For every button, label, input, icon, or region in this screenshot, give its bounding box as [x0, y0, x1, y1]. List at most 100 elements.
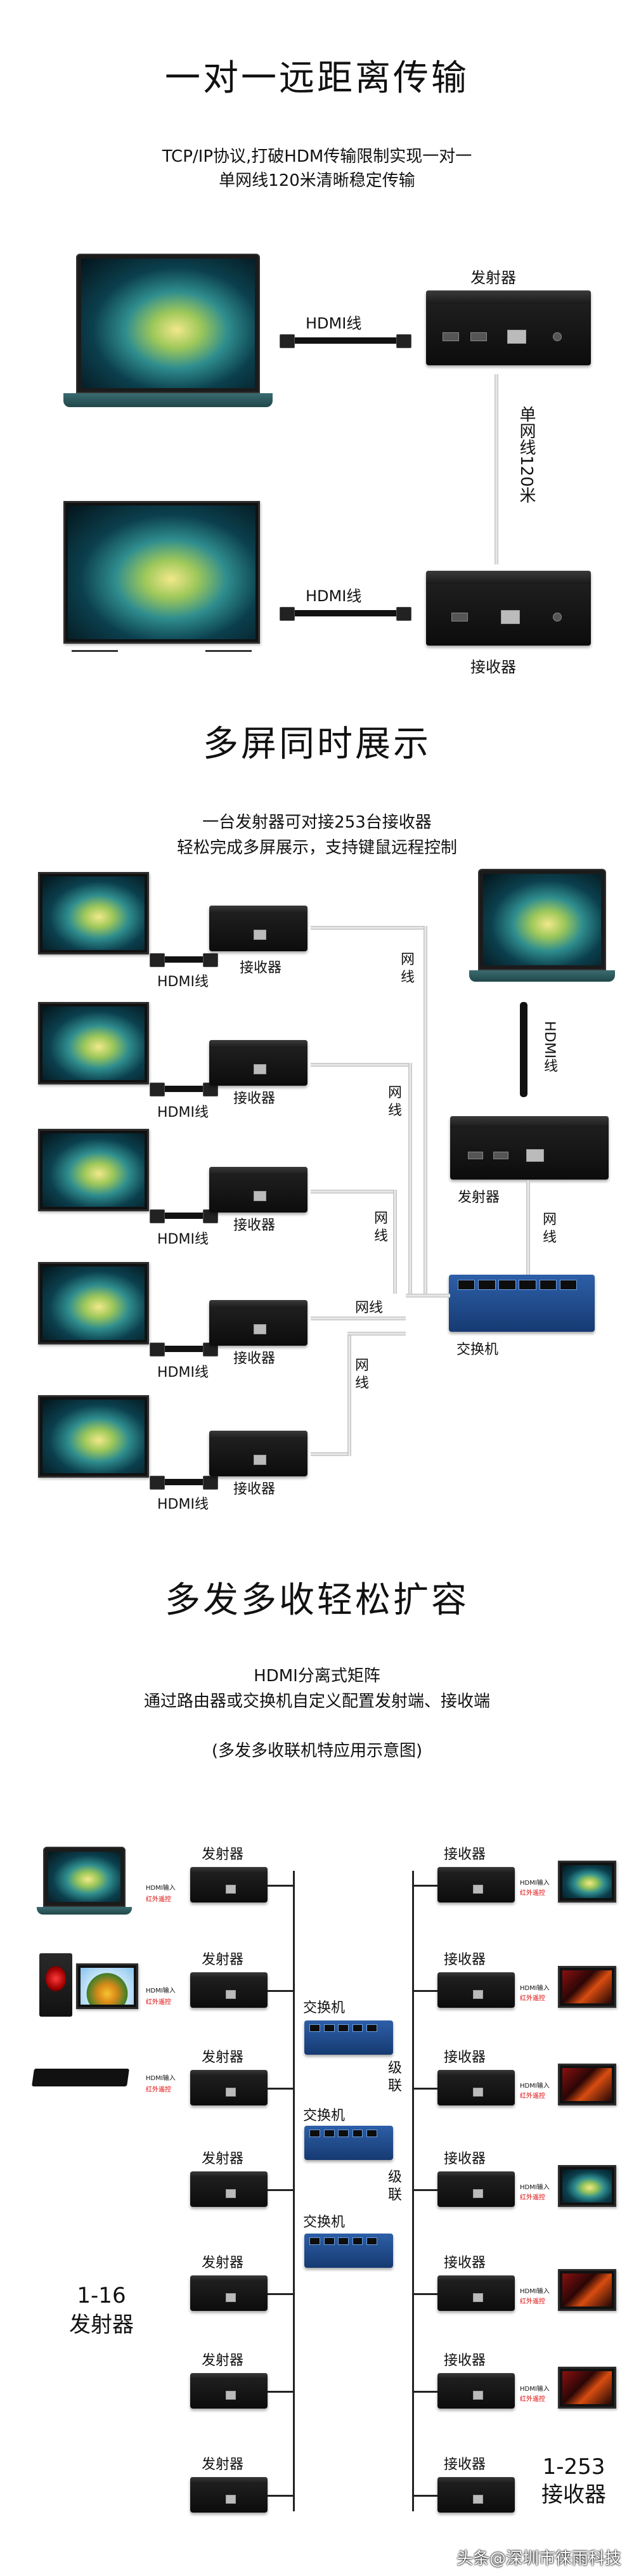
- receiver-device: [437, 2275, 515, 2311]
- ir-label: 红外遥控: [520, 1890, 545, 1897]
- link-line: [413, 2495, 437, 2497]
- receiver-label: 接收器: [470, 658, 516, 676]
- network-cable: [526, 1181, 530, 1276]
- network-cable: [406, 1294, 450, 1298]
- link-line: [268, 2293, 294, 2295]
- television: [558, 2064, 616, 2105]
- switch-label: 交换机: [303, 2108, 346, 2124]
- network-cable: [424, 926, 427, 1294]
- net-label: 网 线: [355, 1358, 370, 1391]
- network-cable: [311, 926, 425, 930]
- ir-label: 红外遥控: [520, 2396, 545, 2403]
- television: [38, 1002, 149, 1084]
- transmitter-label: 发射器: [202, 2457, 244, 2473]
- network-cable: [347, 1332, 351, 1456]
- receiver-label: 接收器: [233, 1091, 276, 1107]
- receiver-device: [437, 1972, 515, 2008]
- desktop-pc: [39, 1953, 72, 2017]
- transmitter-device: [190, 2275, 268, 2311]
- hdmi-cable-icon: [150, 1343, 218, 1356]
- network-cable: [311, 1452, 349, 1456]
- link-line: [413, 2088, 437, 2090]
- receiver-label: 接收器: [444, 2255, 486, 2271]
- ir-label: 红外遥控: [146, 1896, 171, 1903]
- section1-subtitle-line1: TCP/IP协议,打破HDM传输限制实现一对一: [162, 147, 472, 166]
- hdmi-vertical-label: HDMI线: [541, 1021, 557, 1072]
- television: [38, 872, 149, 954]
- laptop: [469, 869, 615, 983]
- section2-subtitle-line2: 轻松完成多屏展示，支持键鼠远程控制: [176, 838, 457, 857]
- network-cable: [495, 374, 498, 564]
- receiver-device: [209, 1040, 307, 1086]
- hdmi-in-label: HDMI输入: [520, 2386, 550, 2393]
- transmitter-label: 发射器: [202, 2151, 244, 2167]
- link-line: [413, 2293, 437, 2295]
- hdmi-in-label: HDMI输入: [520, 2184, 550, 2191]
- transmitter-label: 发射器: [202, 1847, 244, 1863]
- section2-title: 多屏同时展示: [203, 724, 431, 765]
- television: [63, 501, 260, 652]
- receiver-label: 接收器: [444, 2050, 486, 2065]
- hdmi-in-label: HDMI输入: [520, 2083, 550, 2090]
- receiver-device: [209, 1167, 307, 1213]
- blu-ray-player: [32, 2069, 129, 2086]
- network-switch: [304, 2126, 393, 2160]
- hdmi-label: HDMI线: [157, 1365, 209, 1381]
- hdmi-cable-icon: [280, 607, 411, 621]
- hdmi-cable-label-2: HDMI线: [306, 587, 362, 605]
- cascade-label: 级 联: [388, 2060, 403, 2094]
- receiver-label: 接收器: [444, 2353, 486, 2369]
- bus-line-tx: [293, 1871, 295, 2511]
- switch-label: 交换机: [303, 2215, 346, 2230]
- transmitter-label: 发射器: [202, 1952, 244, 1968]
- section3-subtitle-line1: HDMI分离式矩阵: [254, 1667, 380, 1686]
- bus-line-rx: [412, 1871, 414, 2511]
- receiver-label: 接收器: [233, 1481, 276, 1497]
- receiver-label: 接收器: [240, 960, 282, 976]
- network-switch: [304, 2020, 393, 2055]
- hdmi-cable-icon: [150, 1209, 218, 1223]
- cascade-label: 级 联: [388, 2169, 403, 2203]
- network-switch: [304, 2234, 393, 2268]
- section2-subtitle-line1: 一台发射器可对接253台接收器: [202, 813, 432, 832]
- laptop: [63, 254, 273, 412]
- transmitter-label: 发射器: [458, 1190, 500, 1206]
- network-cable: [311, 1063, 410, 1067]
- hdmi-label: HDMI线: [157, 1497, 209, 1512]
- net-label: 网 线: [543, 1212, 557, 1246]
- ir-label: 红外遥控: [520, 2298, 545, 2305]
- hdmi-cable-label-1: HDMI线: [306, 315, 362, 332]
- receiver-device: [437, 1867, 515, 1903]
- section3-subtitle-line3: (多发多收联机特应用示意图): [211, 1741, 423, 1760]
- rx-count-line1: 1-253: [542, 2454, 605, 2480]
- network-cable: [311, 1190, 394, 1194]
- receiver-device: [209, 1300, 307, 1346]
- receiver-device: [437, 2070, 515, 2105]
- ir-label: 红外遥控: [146, 1999, 171, 2006]
- receiver-label: 接收器: [444, 1847, 486, 1863]
- transmitter-device: [190, 1972, 268, 2008]
- transmitter-device: [190, 2070, 268, 2105]
- tx-count-line1: 1-16: [77, 2283, 126, 2308]
- link-line: [268, 2391, 294, 2393]
- section1-subtitle-line2: 单网线120米清晰稳定传输: [219, 171, 415, 190]
- receiver-label: 接收器: [233, 1218, 276, 1233]
- ir-label: 红外遥控: [520, 2093, 545, 2100]
- link-line: [268, 1885, 294, 1887]
- link-line: [413, 2391, 437, 2393]
- television: [558, 2165, 616, 2207]
- television: [38, 1129, 149, 1211]
- television: [558, 2367, 616, 2409]
- transmitter-label: 发射器: [202, 2255, 244, 2271]
- link-line: [268, 2495, 294, 2497]
- hdmi-cable-icon: [280, 334, 411, 348]
- hdmi-in-label: HDMI输入: [146, 2075, 176, 2082]
- hdmi-label: HDMI线: [157, 974, 209, 990]
- section3-subtitle-line2: 通过路由器或交换机自定义配置发射端、接收端: [143, 1692, 490, 1711]
- receiver-label: 接收器: [444, 2151, 486, 2167]
- transmitter-device: [426, 290, 591, 365]
- tx-count-line2: 发射器: [69, 2312, 134, 2338]
- section3-title: 多发多收轻松扩容: [165, 1580, 469, 1621]
- link-line: [268, 2088, 294, 2090]
- hdmi-in-label: HDMI输入: [146, 1987, 176, 1994]
